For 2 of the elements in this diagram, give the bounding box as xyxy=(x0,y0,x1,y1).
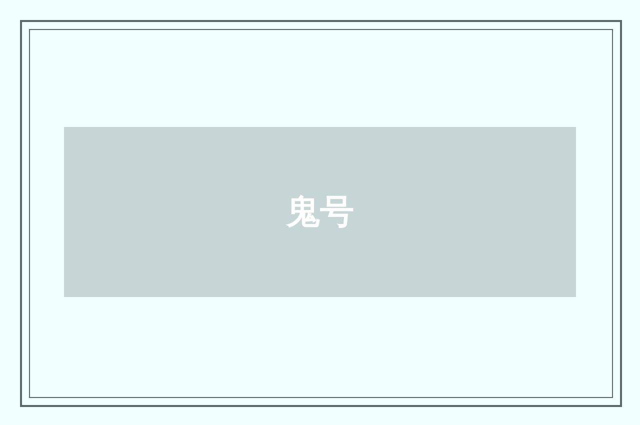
banner-box xyxy=(64,127,576,297)
banner-text: 鬼号 xyxy=(286,191,354,234)
